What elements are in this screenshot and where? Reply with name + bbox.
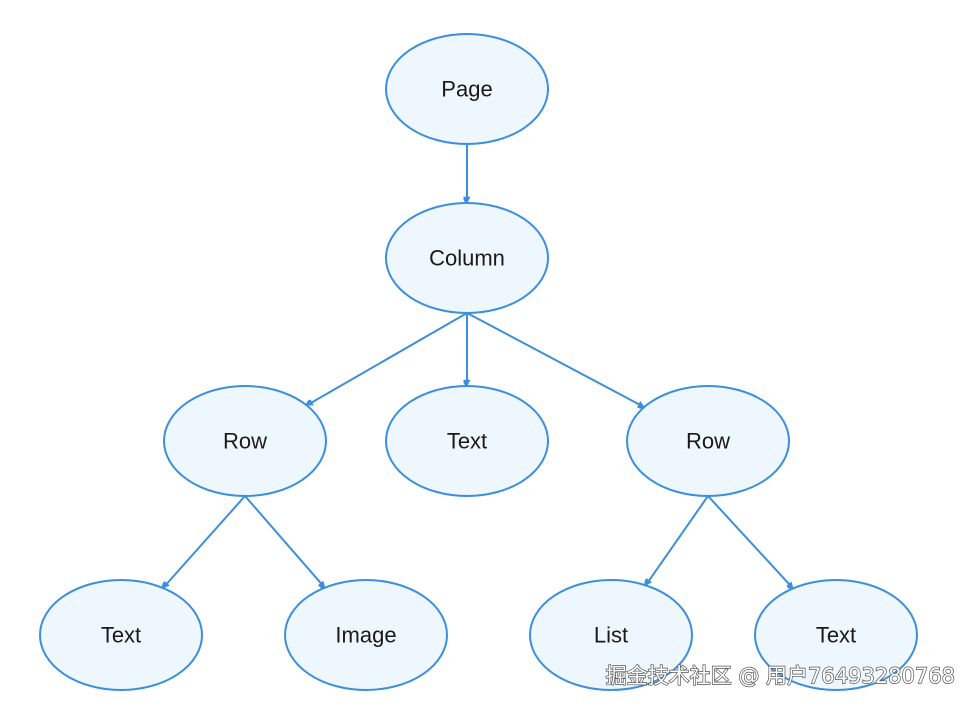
node-row-right-shape — [626, 385, 790, 497]
node-column: Column — [385, 202, 549, 314]
watermark-text: 掘金技术社区 @ 用户76493280768 — [606, 664, 955, 688]
node-row-left: Row — [163, 385, 327, 497]
node-text-middle-shape — [385, 385, 549, 497]
node-row-right: Row — [626, 385, 790, 497]
node-row-left-shape — [163, 385, 327, 497]
node-image: Image — [284, 579, 448, 691]
node-page: Page — [385, 33, 549, 145]
node-list-shape — [529, 579, 693, 691]
edges — [163, 144, 793, 588]
nodes: Page Column Row Text Row Text Image Lis — [39, 33, 918, 691]
node-text-right: Text — [754, 579, 918, 691]
edge-column-to-row-left — [307, 312, 468, 407]
node-text-left: Text — [39, 579, 203, 691]
node-row-right-label: Row — [686, 429, 730, 454]
edge-column-to-row-right — [466, 312, 644, 407]
node-image-label: Image — [335, 623, 396, 648]
node-page-shape — [385, 33, 549, 145]
node-column-label: Column — [429, 246, 505, 271]
edge-row-left-to-image — [244, 495, 325, 588]
node-page-label: Page — [441, 77, 492, 102]
node-text-right-shape — [754, 579, 918, 691]
node-row-left-label: Row — [223, 429, 267, 454]
edge-row-left-to-text-left — [163, 495, 246, 588]
node-list-label: List — [594, 623, 628, 648]
edge-row-right-to-text-right — [707, 495, 793, 588]
node-image-shape — [284, 579, 448, 691]
node-text-left-label: Text — [101, 623, 141, 648]
node-text-middle-label: Text — [447, 429, 487, 454]
edge-row-right-to-list — [646, 495, 709, 585]
node-list: List — [529, 579, 693, 691]
node-column-shape — [385, 202, 549, 314]
node-text-right-label: Text — [816, 623, 856, 648]
node-text-middle: Text — [385, 385, 549, 497]
node-text-left-shape — [39, 579, 203, 691]
